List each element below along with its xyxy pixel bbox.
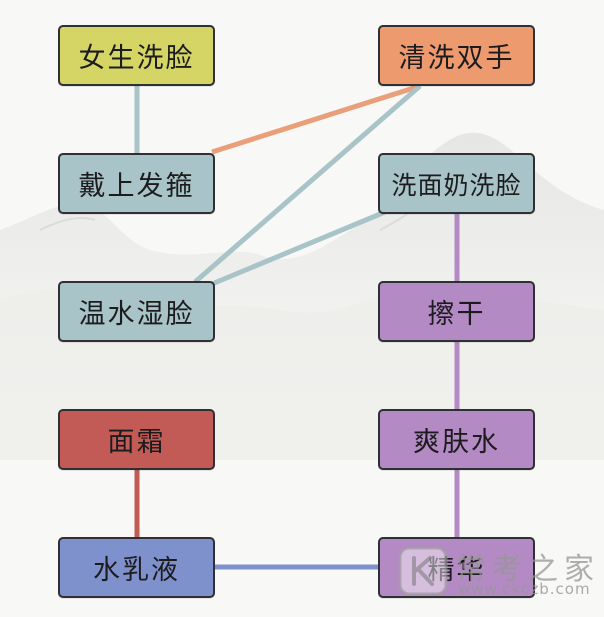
step-girl-wash-face[interactable]: 女生洗脸 (58, 25, 215, 86)
step-label: 戴上发箍 (78, 171, 195, 202)
step-label: 精华 (427, 555, 486, 586)
step-warm-water-wet-face[interactable]: 温水湿脸 (58, 281, 215, 342)
step-label: 面霜 (107, 427, 166, 458)
step-label: 爽肤水 (413, 427, 500, 458)
line-washhands-to-wetface (193, 84, 422, 284)
step-cleanser-wash-face[interactable]: 洗面奶洗脸 (378, 153, 535, 214)
watermark-title: 常考之家 (456, 552, 600, 587)
step-label: 清洗双手 (398, 43, 515, 74)
watermark-url: www.ckczb.com (458, 580, 591, 598)
watermark-logo-icon (398, 546, 448, 596)
watermark: 常考之家 www.ckczb.com (398, 536, 604, 606)
line-headband-to-washhands (211, 83, 421, 155)
line-wetface-to-cleanser (211, 209, 386, 287)
step-label: 女生洗脸 (78, 43, 195, 74)
step-dry[interactable]: 擦干 (378, 281, 535, 342)
step-label: 温水湿脸 (78, 299, 195, 330)
step-label: 洗面奶洗脸 (391, 170, 522, 200)
step-lotion[interactable]: 水乳液 (58, 537, 215, 598)
step-wash-hands[interactable]: 清洗双手 (378, 25, 535, 86)
step-label: 擦干 (427, 299, 486, 330)
step-wear-headband[interactable]: 戴上发箍 (58, 153, 215, 214)
step-essence[interactable]: 精华 (378, 537, 535, 598)
step-face-cream[interactable]: 面霜 (58, 409, 215, 470)
step-label: 水乳液 (93, 555, 180, 586)
step-toner[interactable]: 爽肤水 (378, 409, 535, 470)
